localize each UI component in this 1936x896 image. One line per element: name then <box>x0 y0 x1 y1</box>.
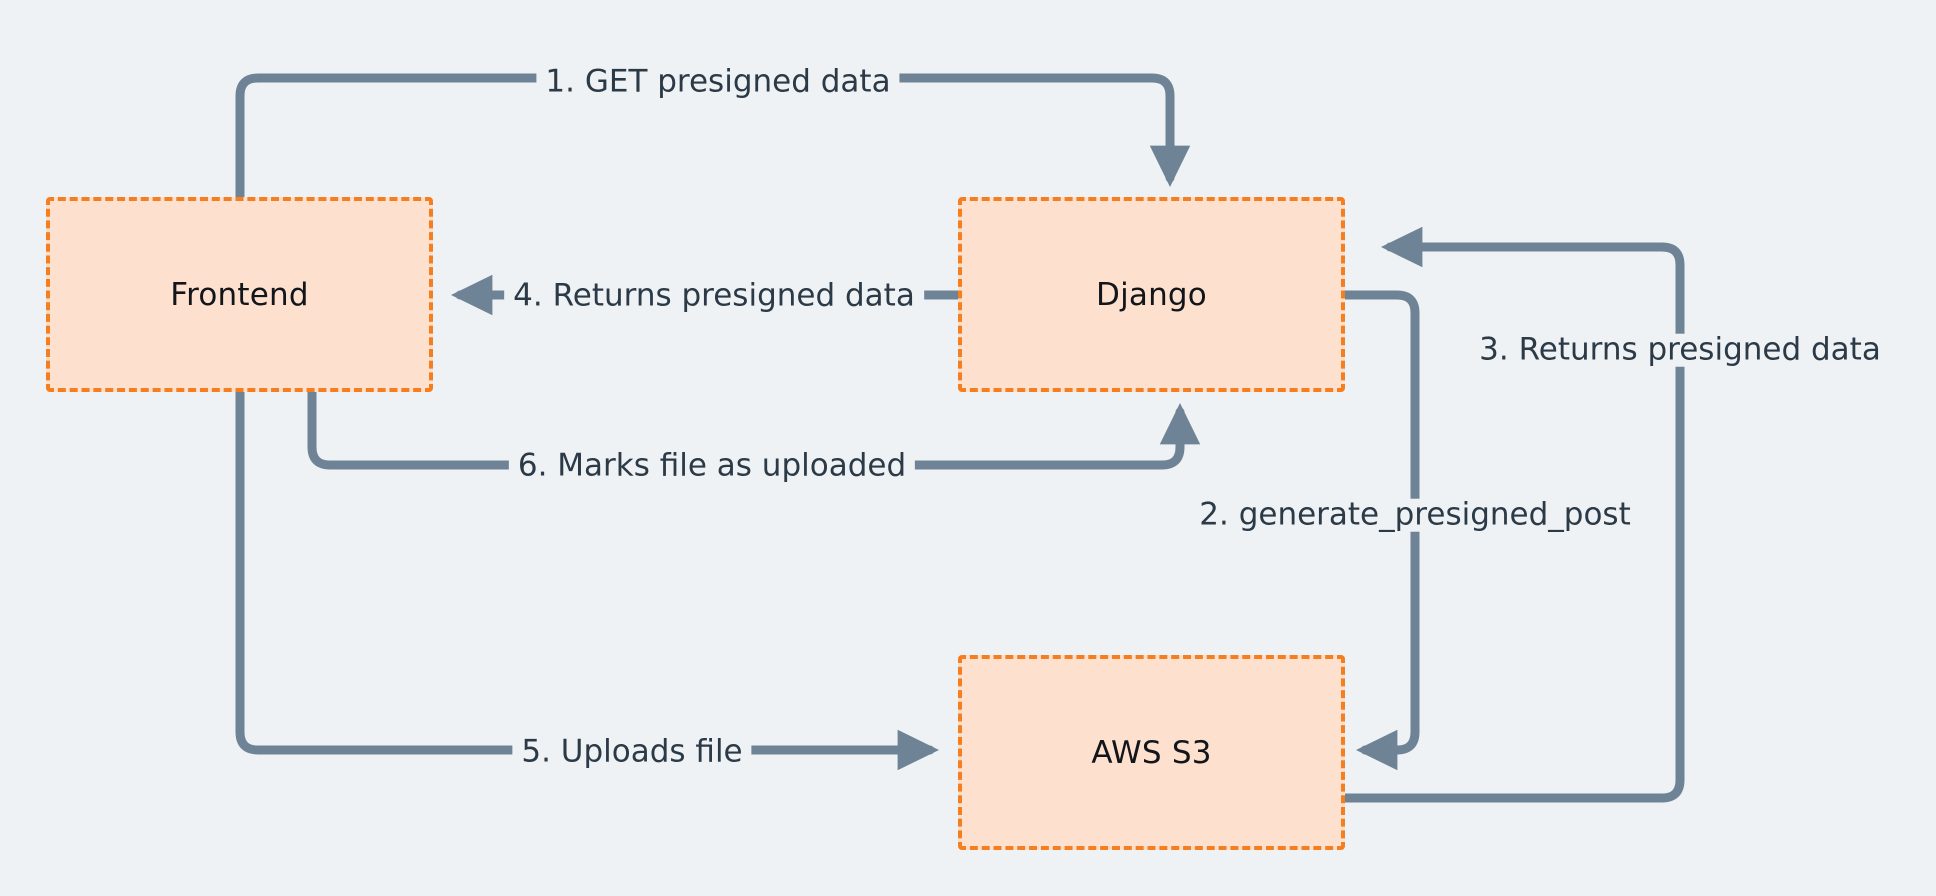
edge-label-4: 4. Returns presigned data <box>504 280 924 313</box>
node-django-label: Django <box>1096 276 1207 313</box>
edge-label-6: 6. Marks file as uploaded <box>508 450 916 483</box>
node-aws-s3[interactable]: AWS S3 <box>958 655 1345 850</box>
edge-label-2: 2. generate_presigned_post <box>1190 499 1640 532</box>
edge-label-3: 3. Returns presigned data <box>1470 334 1890 367</box>
node-aws-s3-label: AWS S3 <box>1091 734 1212 771</box>
node-frontend-label: Frontend <box>170 276 309 313</box>
edge-label-5: 5. Uploads file <box>512 736 752 769</box>
node-django[interactable]: Django <box>958 197 1345 392</box>
edge-label-1: 1. GET presigned data <box>536 66 900 99</box>
edge-path-5 <box>235 387 940 771</box>
node-frontend[interactable]: Frontend <box>46 197 433 392</box>
edge-path-3 <box>1340 226 1685 803</box>
